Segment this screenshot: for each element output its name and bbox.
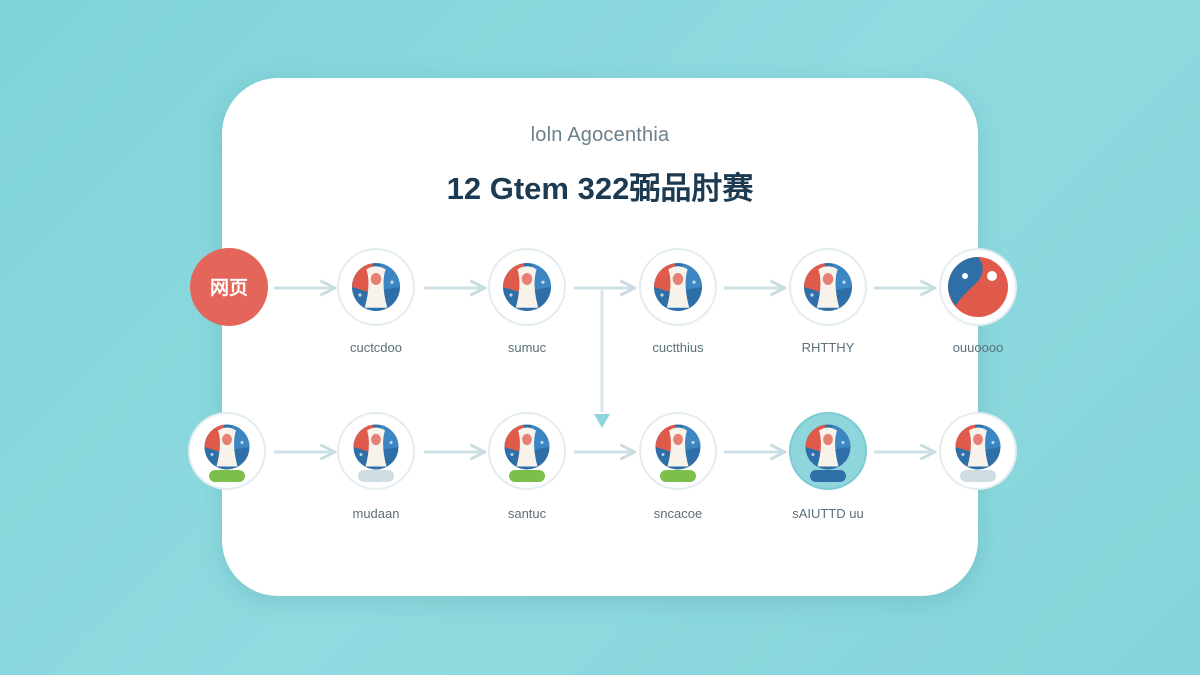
node-r2-3[interactable]: santuc [488,412,566,521]
node-r1-2[interactable]: sumuc [488,248,566,355]
trophy-emblem-icon [955,424,1001,470]
trophy-emblem-icon [804,263,852,311]
green-base [660,470,696,482]
node-label: sumuc [508,340,547,355]
green-base [509,470,545,482]
diagram-title: 12 Gtem 322弼品肘赛 [446,171,754,206]
split-emblem-icon [948,257,1008,317]
grey-base [358,470,394,482]
trophy-emblem-icon [654,263,702,311]
trophy-emblem-icon [204,424,250,470]
node-label: sncacoe [654,506,702,521]
node-r2-5[interactable]: sAIUTTD uu [789,412,867,521]
vertical-connector [594,290,610,428]
node-label: cuctthius [652,340,704,355]
trophy-emblem-icon [352,263,400,311]
down-arrowhead [594,414,610,428]
node-r1-5[interactable]: ouuoooo [939,248,1017,355]
node-r2-4[interactable]: sncacoe [639,412,717,521]
blue-base [810,470,846,482]
node-label: cuctcdoo [350,340,402,355]
node-label: sAIUTTD uu [792,506,864,521]
node-r2-2[interactable]: mudaan [337,412,415,521]
node-r2-1[interactable] [188,412,266,490]
trophy-emblem-icon [503,263,551,311]
trophy-emblem-icon [353,424,399,470]
node-label: mudaan [353,506,400,521]
green-base [209,470,245,482]
node-r1-1[interactable]: cuctcdoo [337,248,415,355]
trophy-emblem-icon [504,424,550,470]
node-r1-3[interactable]: cuctthius [639,248,717,355]
node-label: RHTTHY [802,340,855,355]
diagram-card [222,78,978,596]
start-node-label: 网页 [210,278,248,299]
grey-base [960,470,996,482]
node-r2-6[interactable] [939,412,1017,490]
node-label: santuc [508,506,547,521]
trophy-emblem-icon [805,424,851,470]
node-label: ouuoooo [953,340,1004,355]
node-r1-4[interactable]: RHTTHY [789,248,867,355]
start-node[interactable]: 网页 [190,248,268,326]
diagram-subtitle: loln Agocenthia [530,124,670,146]
trophy-emblem-icon [655,424,701,470]
